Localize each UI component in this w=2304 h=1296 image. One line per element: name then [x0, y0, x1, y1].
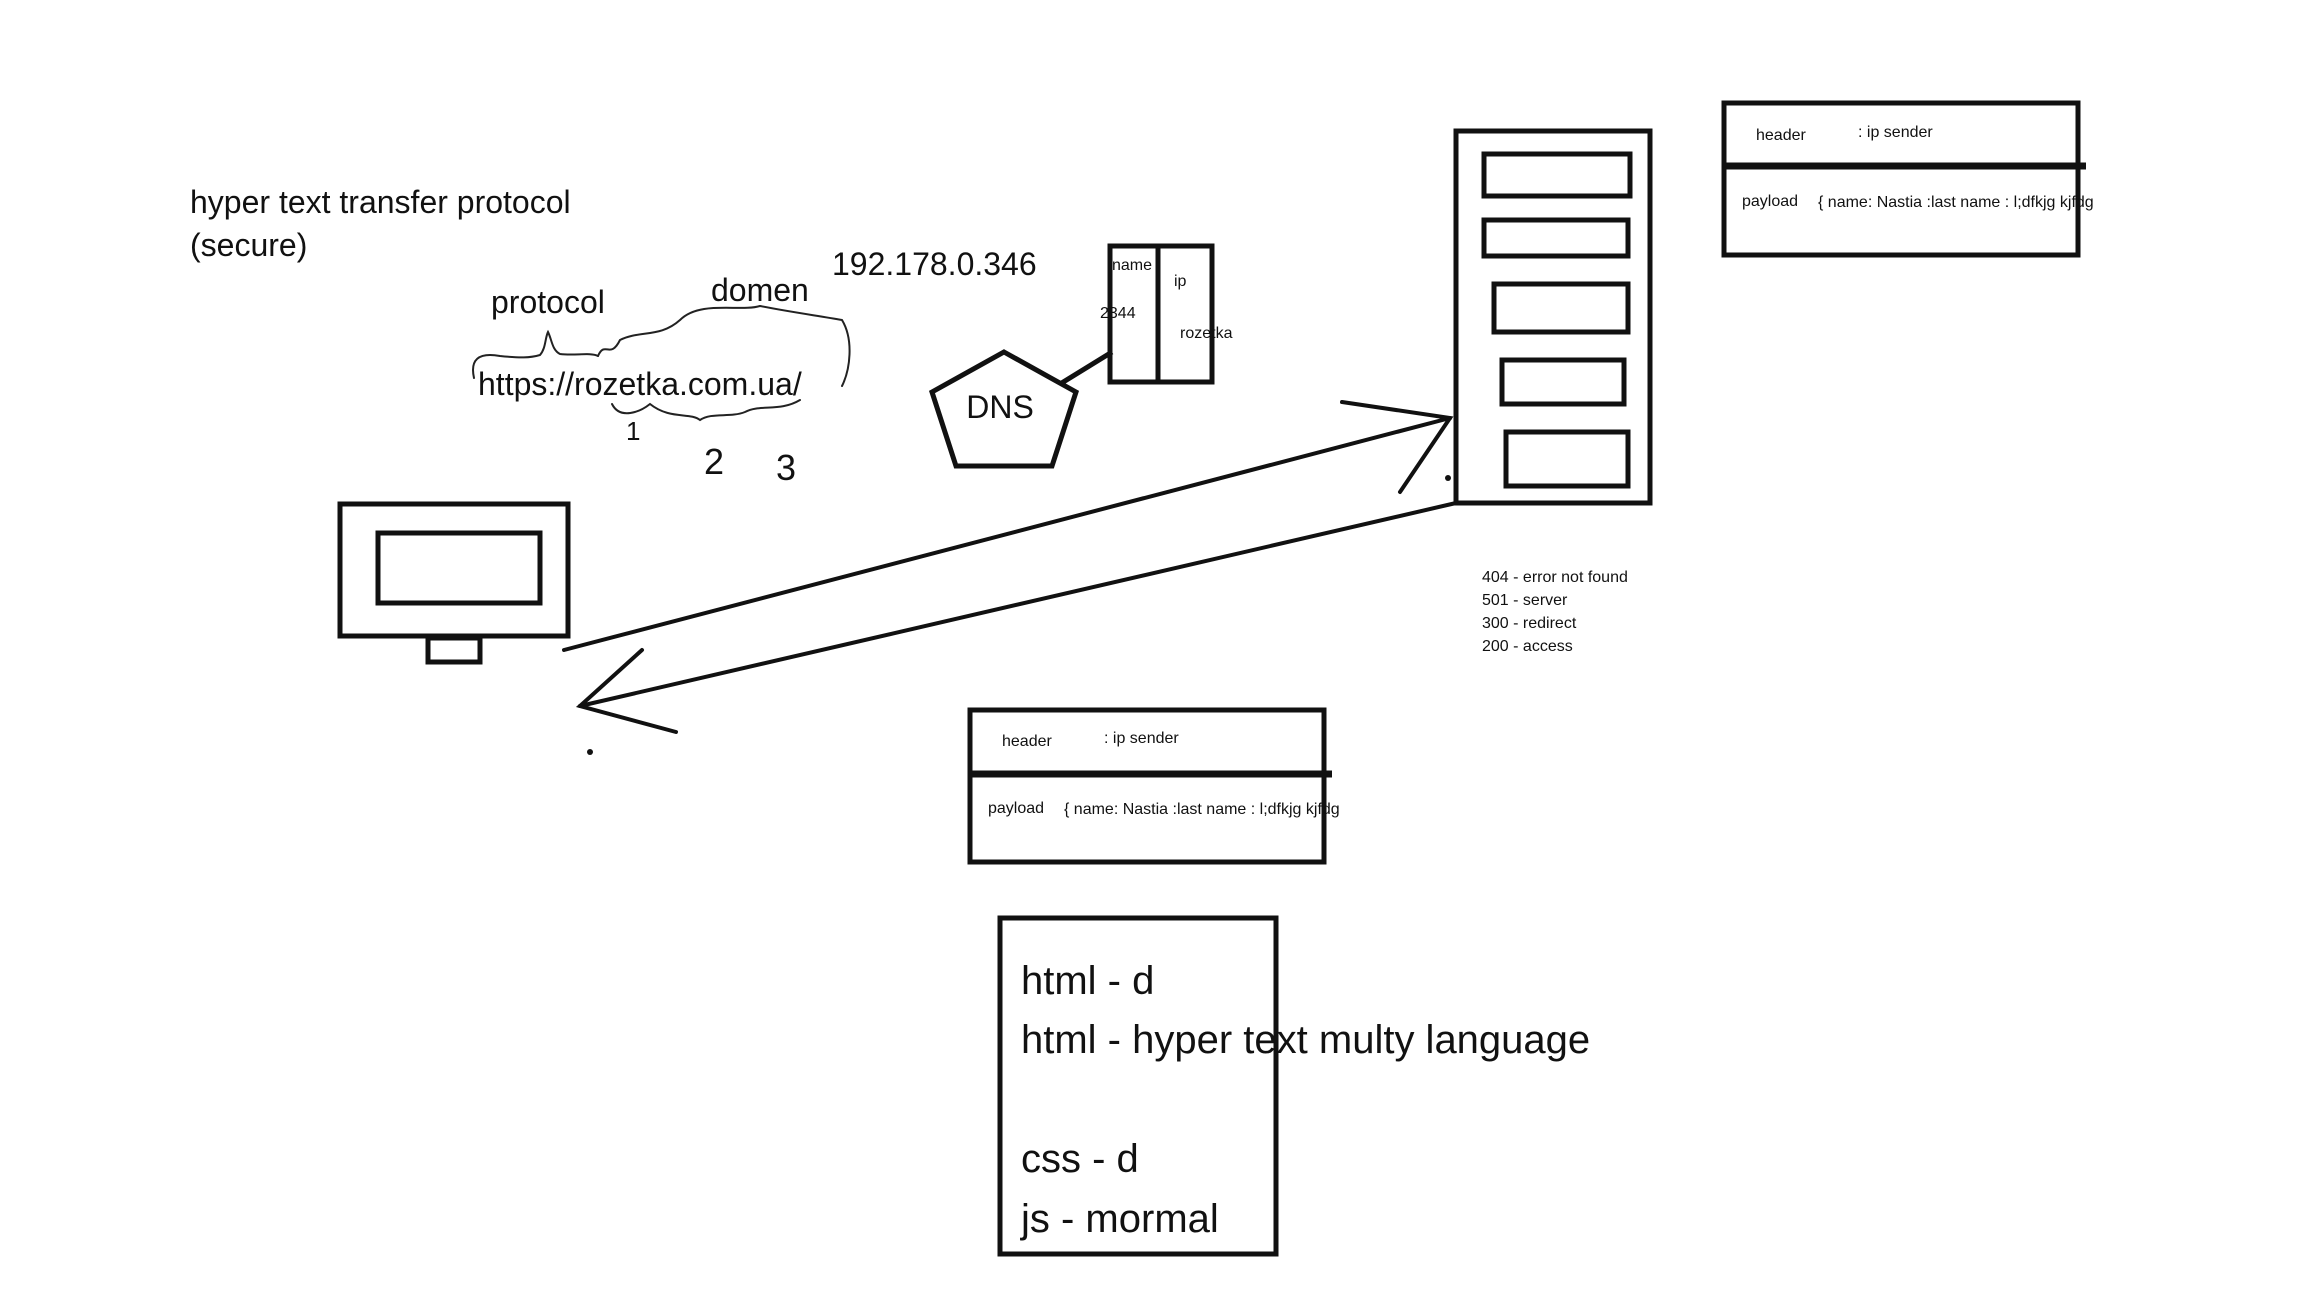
dns-table-ip-value: 2344: [1100, 305, 1136, 322]
url-part-mark-1: 1: [626, 416, 640, 446]
url-text: https://rozetka.com.ua/: [478, 366, 802, 402]
computer-monitor: [337, 501, 571, 665]
monitor-stand: [425, 635, 483, 665]
dns-connector-line: [1058, 349, 1114, 387]
arrows: [562, 400, 1458, 734]
dot-mark: [1445, 475, 1451, 481]
ip-address-text: 192.178.0.346: [832, 246, 1037, 282]
packet-top-header-value: : ip sender: [1858, 124, 1933, 141]
packet-bottom-payload-label: payload: [988, 800, 1044, 817]
server-slot: [1503, 429, 1631, 489]
status-codes: 404 - error not found 501 - server 300 -…: [1482, 569, 1628, 655]
monitor-screen: [375, 530, 543, 606]
request-arrowhead: [1340, 400, 1454, 494]
note-line: css - d: [1021, 1137, 1139, 1181]
server-slot: [1481, 151, 1633, 199]
response-arrowhead: [575, 648, 678, 734]
notes-box: [997, 915, 1279, 1257]
server-slot: [1481, 217, 1631, 259]
status-code-line: 300 - redirect: [1482, 615, 1577, 632]
dns-table-box: [1107, 243, 1215, 385]
note-line: html - d: [1021, 959, 1154, 1003]
server-frame: [1453, 128, 1653, 506]
dns-node: DNS: [928, 349, 1080, 469]
title-line-2: (secure): [190, 227, 307, 263]
server-slot: [1491, 281, 1631, 335]
dns-pentagon: [928, 349, 1080, 469]
domen-label: domen: [711, 272, 809, 308]
packet-bottom: header : ip sender payload { name: Nasti…: [967, 707, 1340, 865]
packet-top-box: [1721, 100, 2081, 258]
request-arrow-line: [562, 416, 1452, 652]
dns-table: name ip 2344 rozetka: [1100, 243, 1233, 385]
dot-mark: [587, 749, 593, 755]
server-slot: [1499, 357, 1627, 407]
title-line-1: hyper text transfer protocol: [190, 184, 571, 220]
note-line: js - mormal: [1020, 1197, 1219, 1241]
packet-top: header : ip sender payload { name: Nasti…: [1721, 100, 2094, 258]
notes: html - d html - hyper text multy languag…: [997, 915, 1590, 1257]
dns-table-name-value: rozetka: [1180, 325, 1233, 342]
packet-bottom-header-label: header: [1002, 733, 1052, 750]
dns-table-col-name: name: [1112, 257, 1152, 274]
response-arrow-line: [578, 501, 1458, 708]
packet-bottom-header-value: : ip sender: [1104, 730, 1179, 747]
status-code-line: 200 - access: [1482, 638, 1573, 655]
status-code-line: 404 - error not found: [1482, 569, 1628, 586]
url-part-marks: 1 2 3: [626, 416, 796, 488]
status-code-line: 501 - server: [1482, 592, 1568, 609]
packet-bottom-payload-value: { name: Nastia :last name : l;dfkjg kjfd…: [1064, 801, 1340, 818]
packet-top-header-label: header: [1756, 127, 1806, 144]
url-brackets: [472, 304, 851, 422]
url-part-mark-3: 3: [776, 447, 796, 488]
url-part-mark-2: 2: [704, 441, 724, 482]
note-line: html - hyper text multy language: [1021, 1018, 1590, 1062]
monitor-frame: [337, 501, 571, 639]
packet-top-payload-value: { name: Nastia :last name : l;dfkjg kjfd…: [1818, 194, 2094, 211]
dns-table-col-ip: ip: [1174, 273, 1187, 290]
packet-bottom-box: [967, 707, 1327, 865]
dns-label: DNS: [966, 389, 1034, 425]
packet-top-payload-label: payload: [1742, 193, 1798, 210]
server-rack: [1453, 128, 1653, 506]
protocol-label: protocol: [491, 284, 605, 320]
